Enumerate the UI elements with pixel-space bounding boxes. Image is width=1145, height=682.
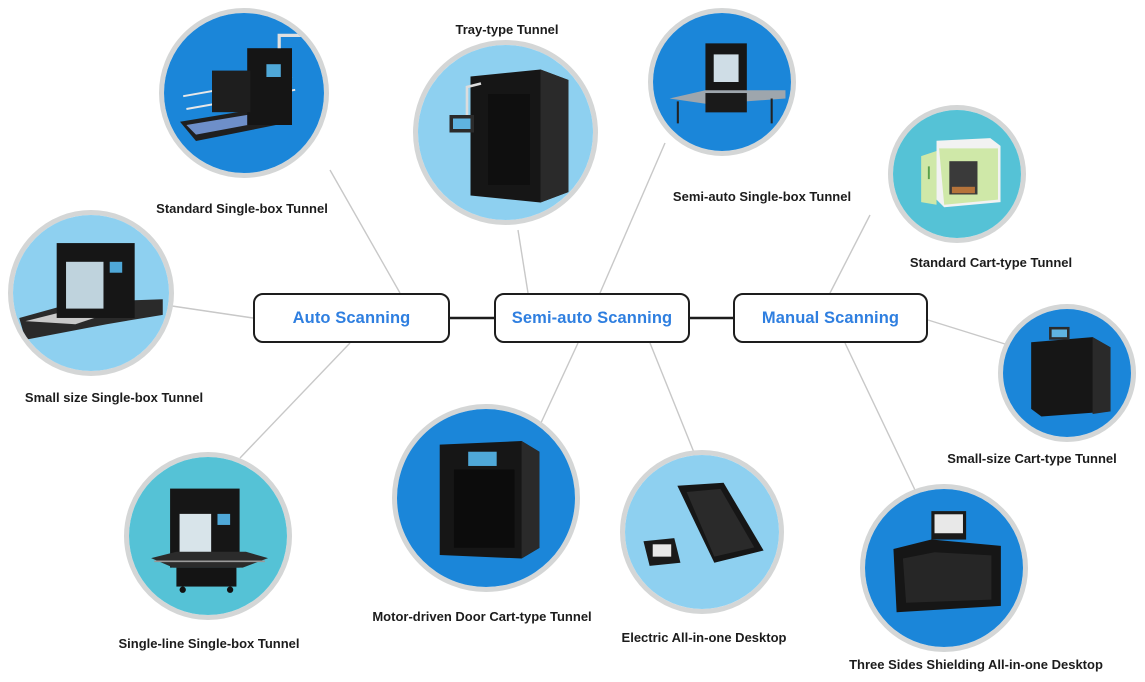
shielded-desktop-unit-icon xyxy=(860,484,1028,652)
product-label: Three Sides Shielding All-in-one Desktop xyxy=(849,657,1103,672)
product-label: Single-line Single-box Tunnel xyxy=(118,636,300,651)
product-label: Small size Single-box Tunnel xyxy=(24,390,204,405)
hub-semi-auto-scanning-label: Semi-auto Scanning xyxy=(511,308,673,327)
hub-manual-scanning: Manual Scanning xyxy=(733,293,928,343)
cart-cabinet-icon xyxy=(888,105,1026,243)
roller-line-tunnel-icon xyxy=(124,452,292,620)
product-label: Tray-type Tunnel xyxy=(455,22,559,37)
product-label: Semi-auto Single-box Tunnel xyxy=(672,189,852,204)
tall-tray-tunnel-icon xyxy=(413,40,598,225)
hub-manual-scanning-label: Manual Scanning xyxy=(761,308,900,327)
product-label: Standard Cart-type Tunnel xyxy=(909,255,1073,270)
cabinet-with-door-icon xyxy=(392,404,580,592)
product-label: Motor-driven Door Cart-type Tunnel xyxy=(372,609,592,624)
product-label: Small-size Cart-type Tunnel xyxy=(947,451,1117,466)
small-cart-cabinet-icon xyxy=(998,304,1136,442)
conveyor-tunnel-with-railings-icon xyxy=(159,8,329,178)
product-label: Standard Single-box Tunnel xyxy=(156,201,328,216)
compact-conveyor-tunnel-icon xyxy=(8,210,174,376)
hub-semi-auto-scanning: Semi-auto Scanning xyxy=(494,293,690,343)
hub-auto-scanning-label: Auto Scanning xyxy=(292,308,411,327)
product-label: Electric All-in-one Desktop xyxy=(621,630,787,645)
hub-auto-scanning: Auto Scanning xyxy=(253,293,450,343)
desktop-conveyor-icon xyxy=(620,450,784,614)
small-tunnel-on-stand-icon xyxy=(648,8,796,156)
